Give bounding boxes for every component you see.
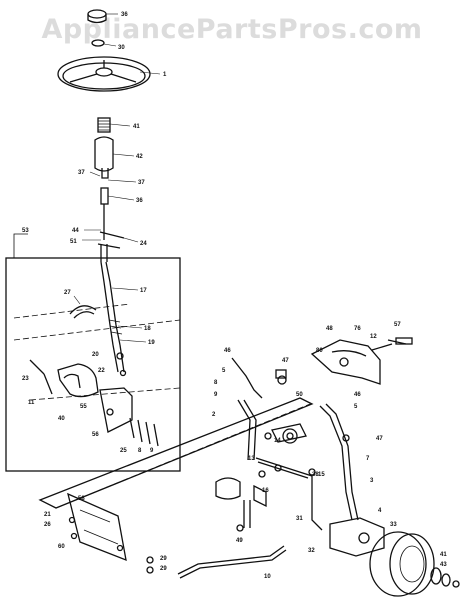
callout-12: 12: [370, 334, 377, 340]
callout-14: 14: [274, 438, 281, 444]
callout-19: 19: [148, 340, 155, 346]
callout-18: 18: [144, 326, 151, 332]
callout-9: 9: [150, 448, 154, 454]
callout-58: 58: [78, 496, 85, 502]
callout-46: 46: [354, 392, 361, 398]
callout-labels: 36 30 1 41 42 37 37 36 53 44 51 24 27 17…: [22, 12, 447, 580]
steering-gear-linkage: [215, 357, 307, 528]
callout-36: 36: [121, 12, 128, 18]
steering-wheel: [57, 56, 151, 92]
callout-29: 29: [160, 556, 167, 562]
callout-20: 20: [92, 352, 99, 358]
hardware-parts: [146, 369, 350, 574]
callout-22: 22: [98, 368, 105, 374]
leader-lines: [73, 13, 161, 343]
callout-37: 37: [138, 180, 145, 186]
callout-43: 43: [440, 562, 447, 568]
callout-50: 50: [296, 392, 303, 398]
callout-47: 47: [282, 358, 289, 364]
callout-38: 38: [312, 472, 319, 478]
callout-40: 40: [58, 416, 65, 422]
drag-link: [177, 457, 323, 579]
callout-32: 32: [308, 548, 315, 554]
callout-42: 42: [136, 154, 143, 160]
steering-shaft-upper: [94, 117, 125, 249]
callout-15: 15: [318, 472, 325, 478]
callout-44: 44: [72, 228, 79, 234]
callout-49: 49: [236, 538, 243, 544]
callout-4: 4: [378, 508, 382, 514]
callout-1: 1: [163, 72, 167, 78]
callout-41: 41: [133, 124, 140, 130]
callout-51: 51: [70, 239, 77, 245]
callout-30: 30: [118, 45, 125, 51]
callout-3: 3: [370, 478, 374, 484]
callout-10: 10: [264, 574, 271, 580]
callout-26: 26: [44, 522, 51, 528]
callout-13: 13: [248, 456, 255, 462]
callout-36: 36: [136, 198, 143, 204]
callout-48: 48: [326, 326, 333, 332]
callout-7: 7: [366, 456, 370, 462]
callout-56: 56: [92, 432, 99, 438]
steering-column-lower: [13, 244, 181, 447]
callout-25: 25: [120, 448, 127, 454]
callout-24: 24: [140, 241, 147, 247]
callout-8: 8: [138, 448, 142, 454]
watermark: AppliancePartsPros.com: [41, 14, 423, 45]
callout-53: 53: [22, 228, 29, 234]
front-axle: [38, 397, 314, 562]
spindle-and-tie-rod: [319, 403, 385, 557]
callout-27: 27: [64, 290, 71, 296]
callout-37: 37: [78, 170, 85, 176]
callout-60: 60: [58, 544, 65, 550]
callout-57: 57: [394, 322, 401, 328]
callout-33: 33: [390, 522, 397, 528]
callout-55: 55: [80, 404, 87, 410]
callout-80: 80: [316, 348, 323, 354]
callout-23: 23: [22, 376, 29, 382]
callout-41: 41: [440, 552, 447, 558]
callout-5: 5: [354, 404, 358, 410]
pivot-bracket: [310, 337, 413, 385]
front-wheel: [369, 531, 460, 597]
callout-2: 2: [212, 412, 216, 418]
callout-47: 47: [376, 436, 383, 442]
callout-8: 8: [214, 380, 218, 386]
callout-16: 16: [262, 488, 269, 494]
callout-76: 76: [354, 326, 361, 332]
callout-46: 46: [224, 348, 231, 354]
callout-31: 31: [296, 516, 303, 522]
callout-21: 21: [44, 512, 51, 518]
callout-17: 17: [140, 288, 147, 294]
callout-29: 29: [160, 566, 167, 572]
detail-box: [5, 257, 181, 472]
callout-5: 5: [222, 368, 226, 374]
callout-11: 11: [28, 400, 35, 406]
callout-9: 9: [214, 392, 218, 398]
steering-cap: [87, 9, 107, 47]
